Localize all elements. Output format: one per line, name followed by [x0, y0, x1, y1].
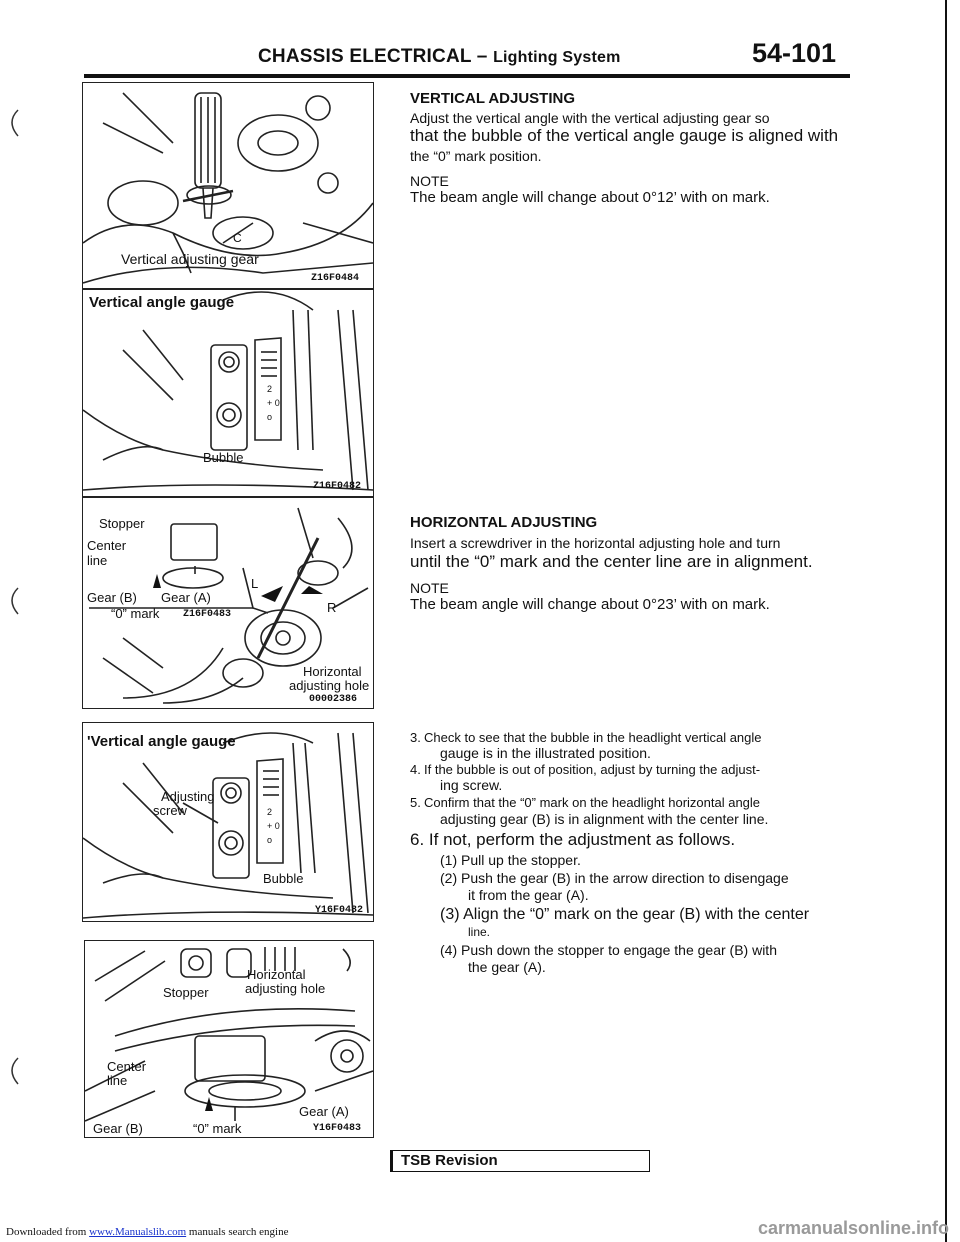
figure-code-small: Z16F0483 [183, 609, 232, 620]
step-3-text-b: gauge is in the illustrated position. [440, 745, 651, 761]
label-screw: screw [153, 803, 187, 818]
label-gear-a: Gear (A) [299, 1104, 349, 1119]
label-adjusting-hole: adjusting hole [245, 981, 326, 996]
svg-text:o: o [267, 412, 272, 422]
label-zero-mark: “0” mark [111, 606, 160, 621]
label-center: Center [87, 538, 127, 553]
svg-text:+ 0: + 0 [267, 398, 280, 408]
figure-gear-alignment: Horizontal adjusting hole Stopper Center… [84, 940, 374, 1138]
figure-code: Z16F0484 [311, 273, 360, 284]
horizontal-text-line-1: Insert a screwdriver in the horizontal a… [410, 535, 781, 551]
label-line: line [87, 553, 108, 568]
footer-suffix: manuals search engine [188, 1226, 289, 1238]
step-5-line-1: 5.Confirm that the “0” mark on the headl… [410, 795, 760, 811]
vertical-note-label: NOTE [410, 173, 449, 189]
label-gear-b: Gear (B) [93, 1121, 143, 1136]
horizontal-adjusting-illustration [89, 507, 369, 704]
gauge-screw-illustration: 2 + 0 o [83, 732, 373, 919]
step-5-text-a: Confirm that the “0” mark on the headlig… [424, 795, 761, 810]
label-gear-a: Gear (A) [161, 590, 211, 605]
label-line: line [107, 1073, 128, 1088]
horizontal-adjusting-heading: HORIZONTAL ADJUSTING [410, 514, 598, 531]
page-title: CHASSIS ELECTRICAL – Lighting System [258, 46, 678, 68]
label-gear-b: Gear (B) [87, 590, 137, 605]
vertical-gear-illustration [83, 92, 373, 284]
step-5-number: 5. [410, 795, 421, 810]
label-vertical-adjusting-gear: Vertical adjusting gear [121, 251, 259, 267]
step-6-sub-3-a: (3) Align the “0” mark on the gear (B) w… [440, 906, 810, 923]
step-4-number: 4. [410, 762, 421, 777]
step-4-line-1: 4.If the bubble is out of position, adju… [410, 762, 760, 778]
watermark: carmanualsonline.info [758, 1218, 950, 1238]
figure-code: Y16F0482 [315, 905, 364, 916]
vertical-note-text: The beam angle will change about 0°12’ w… [410, 189, 770, 206]
horizontal-note-label: NOTE [410, 580, 449, 596]
vertical-adjusting-heading: VERTICAL ADJUSTING [410, 90, 576, 107]
figure-code: 00002386 [309, 694, 358, 705]
tsb-revision-box: TSB Revision [390, 1150, 650, 1172]
step-6-sub-4-b: the gear (A). [468, 959, 546, 975]
svg-text:2: 2 [267, 807, 272, 817]
vertical-text-line-3: the “0” mark position. [410, 148, 542, 164]
step-3-line-1: 3.Check to see that the bubble in the he… [410, 730, 762, 746]
page-number: 54-101 [752, 38, 837, 68]
binder-mark-icon [11, 1057, 19, 1085]
horizontal-note-text: The beam angle will change about 0°23’ w… [410, 596, 770, 613]
label-horizontal: Horizontal [303, 664, 362, 679]
label-r: R [327, 600, 337, 615]
figure-horizontal-adjusting: Stopper Center line Gear (B) Gear (A) “0… [82, 497, 374, 709]
step-6-sub-2-b: it from the gear (A). [468, 887, 589, 903]
step-6-sub-4-a: (4) Push down the stopper to engage the … [440, 942, 777, 958]
vertical-text-line-1: Adjust the vertical angle with the verti… [410, 110, 770, 126]
binder-mark-icon [11, 587, 19, 615]
label-adjusting: Adjusting [161, 789, 215, 804]
label-zero-mark: “0” mark [193, 1121, 242, 1136]
svg-text:2: 2 [267, 384, 272, 394]
label-stopper: Stopper [99, 516, 145, 531]
title-sub: Lighting System [493, 49, 621, 66]
right-margin-rule [945, 0, 947, 1242]
figure-vertical-angle-gauge-screw: 2 + 0 o 'Vertical angle gauge Adjusting … [82, 722, 374, 922]
figure-vertical-angle-gauge: 2 + 0 o Vertical angle gauge Bubble Z16F… [82, 289, 374, 497]
horizontal-text-line-2: until the “0” mark and the center line a… [410, 552, 813, 571]
figure-vertical-adjusting-gear: C Vertical adjusting gear Z16F0484 [82, 82, 374, 289]
label-l: L [251, 576, 259, 591]
binder-mark-icon [11, 109, 19, 137]
label-vertical-angle-gauge: Vertical angle gauge [89, 294, 235, 311]
figure-code: Z16F0482 [313, 481, 362, 492]
label-adjusting-hole: adjusting hole [289, 678, 370, 693]
label-stopper: Stopper [163, 985, 209, 1000]
label-vertical-angle-gauge: 'Vertical angle gauge [87, 733, 236, 750]
figure-code: Y16F0483 [313, 1123, 362, 1134]
step-6-sub-3-b: line. [468, 925, 491, 939]
step-6-sub-2-a: (2) Push the gear (B) in the arrow direc… [440, 870, 789, 886]
title-main: CHASSIS ELECTRICAL – [258, 46, 488, 67]
step-3-number: 3. [410, 730, 421, 745]
step-6-sub-1: (1) Pull up the stopper. [440, 852, 581, 868]
gear-alignment-illustration [85, 947, 373, 1122]
svg-text:o: o [267, 835, 272, 845]
label-center: Center [107, 1059, 147, 1074]
step-3-text-a: Check to see that the bubble in the head… [424, 730, 762, 745]
footer-link[interactable]: www.Manualslib.com [89, 1226, 187, 1238]
svg-text:+ 0: + 0 [267, 821, 280, 831]
step-4-text-b: ing screw. [440, 777, 503, 793]
footer-prefix: Downloaded from [6, 1226, 87, 1238]
label-bubble: Bubble [203, 450, 244, 465]
step-4-text-a: If the bubble is out of position, adjust… [424, 762, 761, 777]
footer: Downloaded from www.Manualslib.com manua… [6, 1226, 288, 1238]
step-5-text-b: adjusting gear (B) is in alignment with … [440, 811, 769, 827]
label-bubble: Bubble [263, 871, 304, 886]
label-c: C [233, 231, 242, 245]
label-horizontal: Horizontal [247, 967, 306, 982]
step-6: 6. If not, perform the adjustment as fol… [410, 830, 736, 849]
vertical-gauge-illustration: 2 + 0 o [83, 291, 373, 491]
header-rule [84, 74, 850, 78]
vertical-text-line-2: that the bubble of the vertical angle ga… [410, 126, 839, 145]
